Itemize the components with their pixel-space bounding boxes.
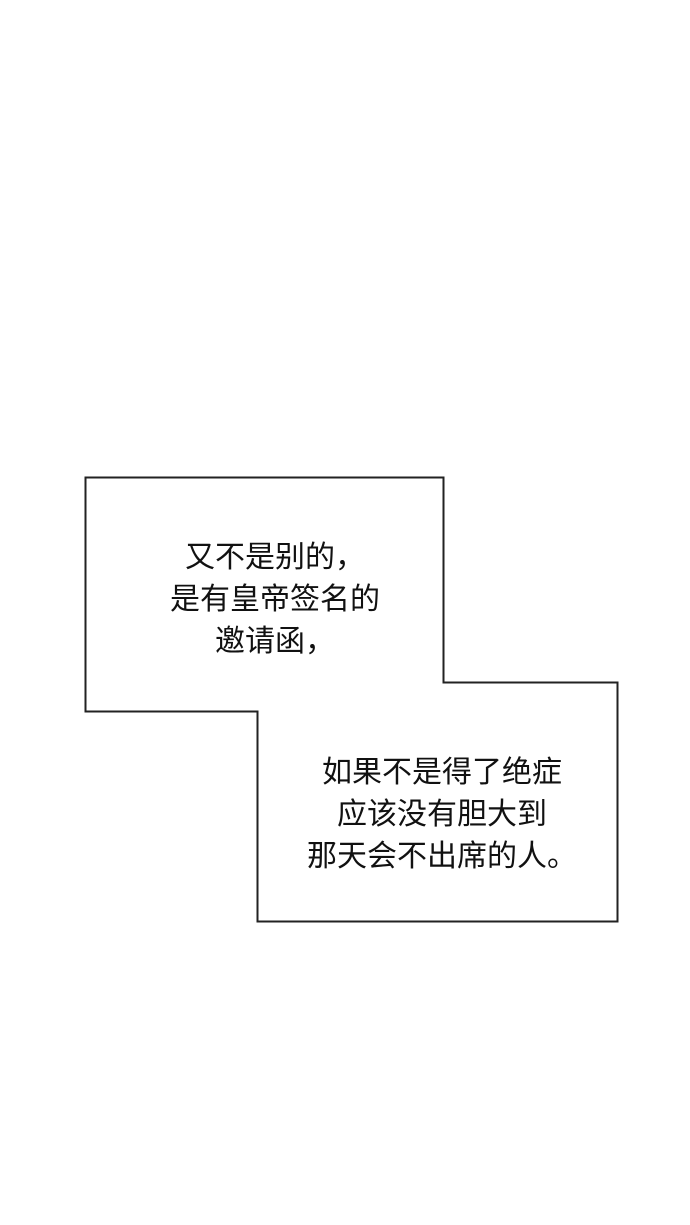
caption-line: 那天会不出席的人。 <box>307 839 577 874</box>
caption-box-2: 如果不是得了绝症 应该没有胆大到 那天会不出席的人。 <box>262 752 622 878</box>
caption-line: 应该没有胆大到 <box>337 797 547 832</box>
caption-line: 邀请函， <box>215 624 335 659</box>
caption-box-1: 又不是别的， 是有皇帝签名的 邀请函， <box>95 537 455 663</box>
caption-line: 又不是别的， <box>185 540 365 575</box>
caption-line: 如果不是得了绝症 <box>322 755 562 790</box>
caption-box-border <box>84 476 619 923</box>
caption-line: 是有皇帝签名的 <box>170 582 380 617</box>
